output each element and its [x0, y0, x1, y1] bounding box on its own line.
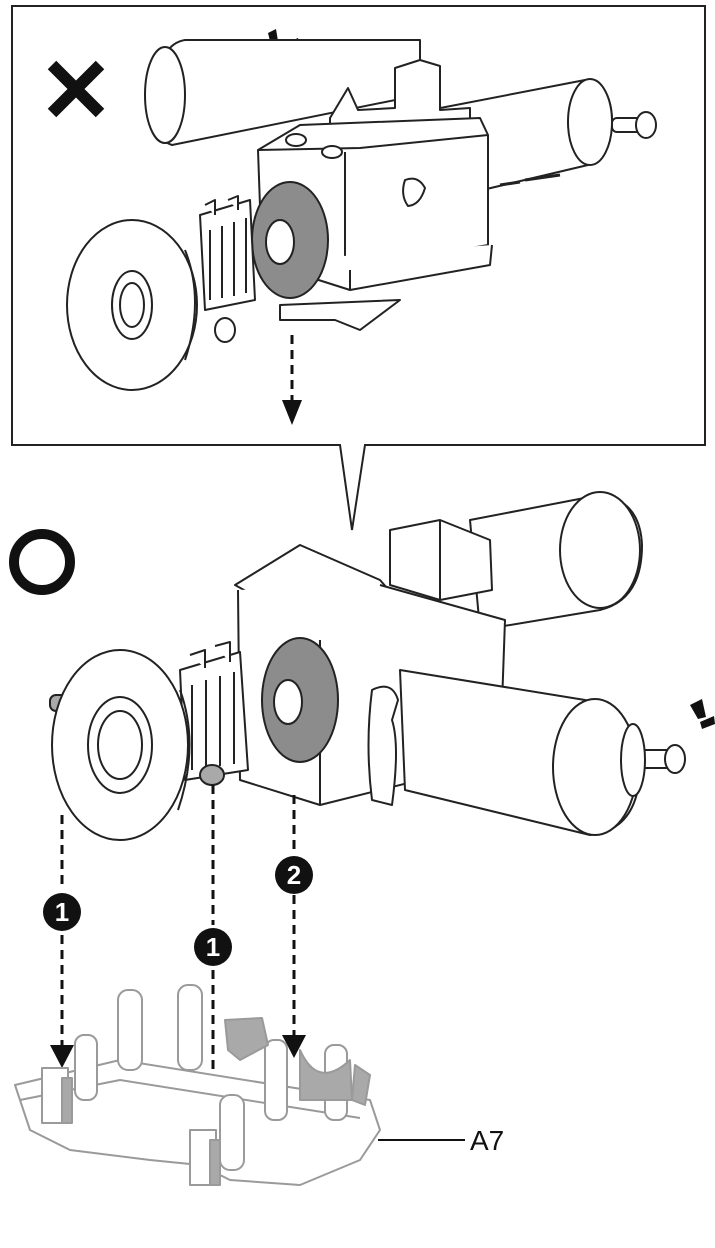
- top-assembly: [66, 39, 657, 391]
- guide-lines: [60, 785, 296, 1110]
- motion-ticks-bottom: [690, 699, 715, 729]
- callout-badge-1-second: 1: [194, 928, 232, 966]
- bottom-assembly: [49, 491, 686, 841]
- callout-badge-2: 2: [275, 856, 313, 894]
- callout-badge-1: 1: [43, 893, 81, 931]
- top-drop-arrow: [282, 335, 302, 425]
- base-part-a7: [14, 984, 381, 1186]
- part-label-a7: A7: [470, 1125, 505, 1156]
- circle-mark-icon: [9, 529, 75, 595]
- cross-mark-icon: [47, 60, 105, 118]
